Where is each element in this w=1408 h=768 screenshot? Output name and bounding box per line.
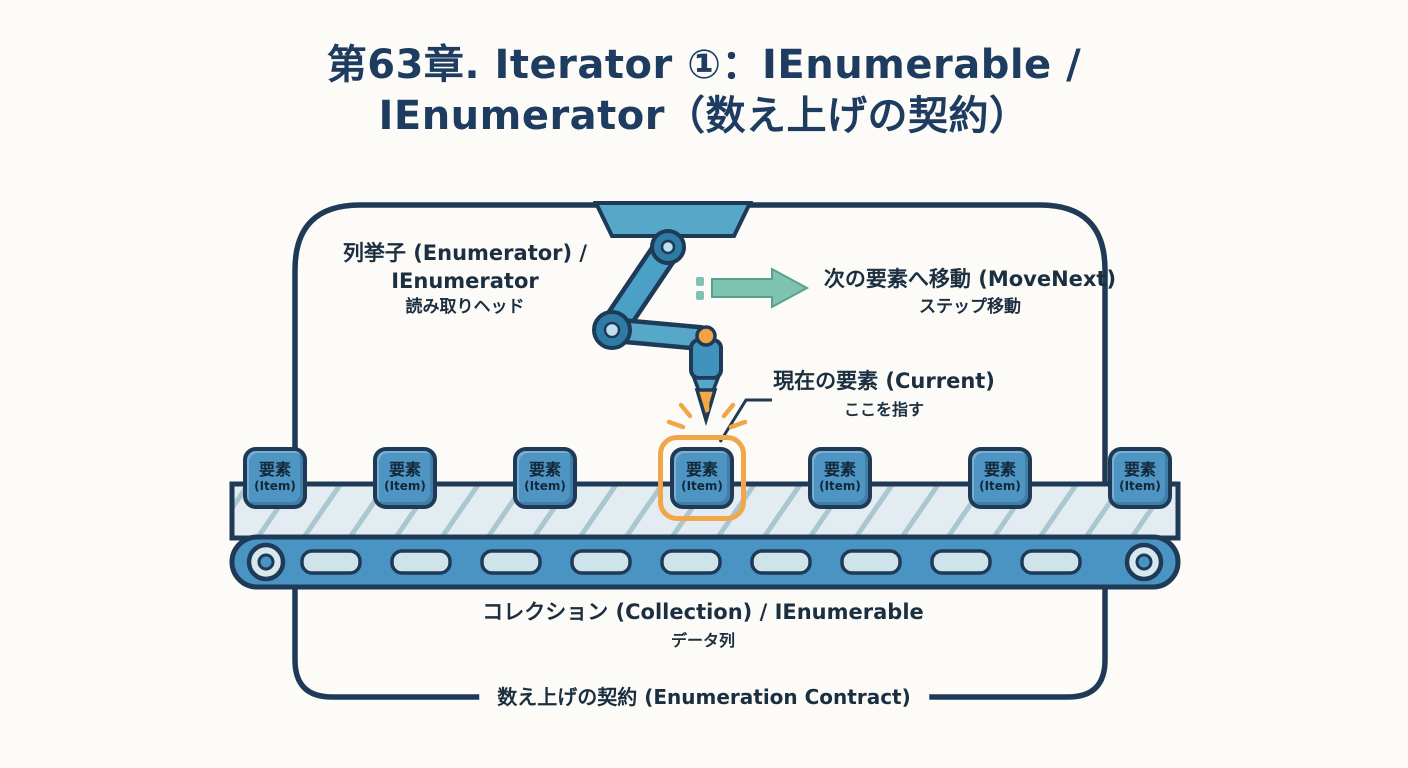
item-label: 要素 <box>258 460 291 480</box>
page-title-line1: 第63章. Iterator ①：IEnumerable / <box>326 42 1082 88</box>
item-box-3: 要素 (Item) <box>513 447 577 509</box>
item-sub: (Item) <box>254 479 296 494</box>
contract-label: 数え上げの契約 (Enumeration Contract) <box>479 681 929 710</box>
enumerator-label-line3: 読み取りヘッド <box>405 297 525 318</box>
item-sub: (Item) <box>384 479 426 494</box>
belt-roller-left <box>246 542 286 582</box>
item-label: 要素 <box>388 460 421 480</box>
item-sub: (Item) <box>524 479 566 494</box>
item-box-7: 要素 (Item) <box>1108 447 1172 509</box>
current-label: 現在の要素 (Current) ここを指す <box>772 368 996 420</box>
item-box-1: 要素 (Item) <box>243 447 307 509</box>
item-label: 要素 <box>983 460 1016 480</box>
item-box-5: 要素 (Item) <box>808 447 872 509</box>
enumerator-label: 列挙子 (Enumerator) / IEnumerator 読み取りヘッド <box>320 240 610 320</box>
item-sub: (Item) <box>979 479 1021 494</box>
movenext-arrow <box>696 267 810 309</box>
item-sub: (Item) <box>1119 479 1161 494</box>
item-box-current: 要素 (Item) <box>670 447 734 509</box>
arm-mount <box>592 201 754 238</box>
collection-label: コレクション (Collection) / IEnumerable データ列 <box>398 599 1008 651</box>
movenext-label-line1: 次の要素へ移動 (MoveNext) <box>823 267 1117 291</box>
item-label: 要素 <box>685 460 718 480</box>
arm-joint-upper <box>650 229 686 265</box>
arm-joint-elbow <box>592 310 632 350</box>
item-label: 要素 <box>1123 460 1156 480</box>
page-title-line2: IEnumerator（数え上げの契約） <box>378 93 1030 140</box>
enumerator-label-line1: 列挙子 (Enumerator) / <box>342 241 588 265</box>
item-box-2: 要素 (Item) <box>373 447 437 509</box>
current-leader-line <box>718 398 772 443</box>
enumerator-label-line2: IEnumerator <box>391 268 539 293</box>
contract-outline <box>292 202 1108 700</box>
movenext-label: 次の要素へ移動 (MoveNext) ステップ移動 <box>805 266 1135 318</box>
item-label: 要素 <box>528 460 561 480</box>
item-box-6: 要素 (Item) <box>968 447 1032 509</box>
item-sub: (Item) <box>819 479 861 494</box>
conveyor-belt <box>229 534 1181 590</box>
current-label-line2: ここを指す <box>843 399 924 419</box>
page-title: 第63章. Iterator ①：IEnumerable / IEnumerat… <box>0 40 1408 142</box>
collection-label-line2: データ列 <box>670 630 735 650</box>
current-label-line1: 現在の要素 (Current) <box>773 369 995 393</box>
belt-slats <box>300 549 1082 575</box>
item-sub: (Item) <box>681 479 723 494</box>
collection-label-line1: コレクション (Collection) / IEnumerable <box>482 600 924 624</box>
belt-roller-right <box>1124 542 1164 582</box>
movenext-label-line2: ステップ移動 <box>919 296 1021 317</box>
enumerator-arm <box>592 201 754 427</box>
item-label: 要素 <box>823 460 856 480</box>
arm-joint-wrist <box>695 325 717 347</box>
arm-nozzle-tip <box>694 388 718 427</box>
